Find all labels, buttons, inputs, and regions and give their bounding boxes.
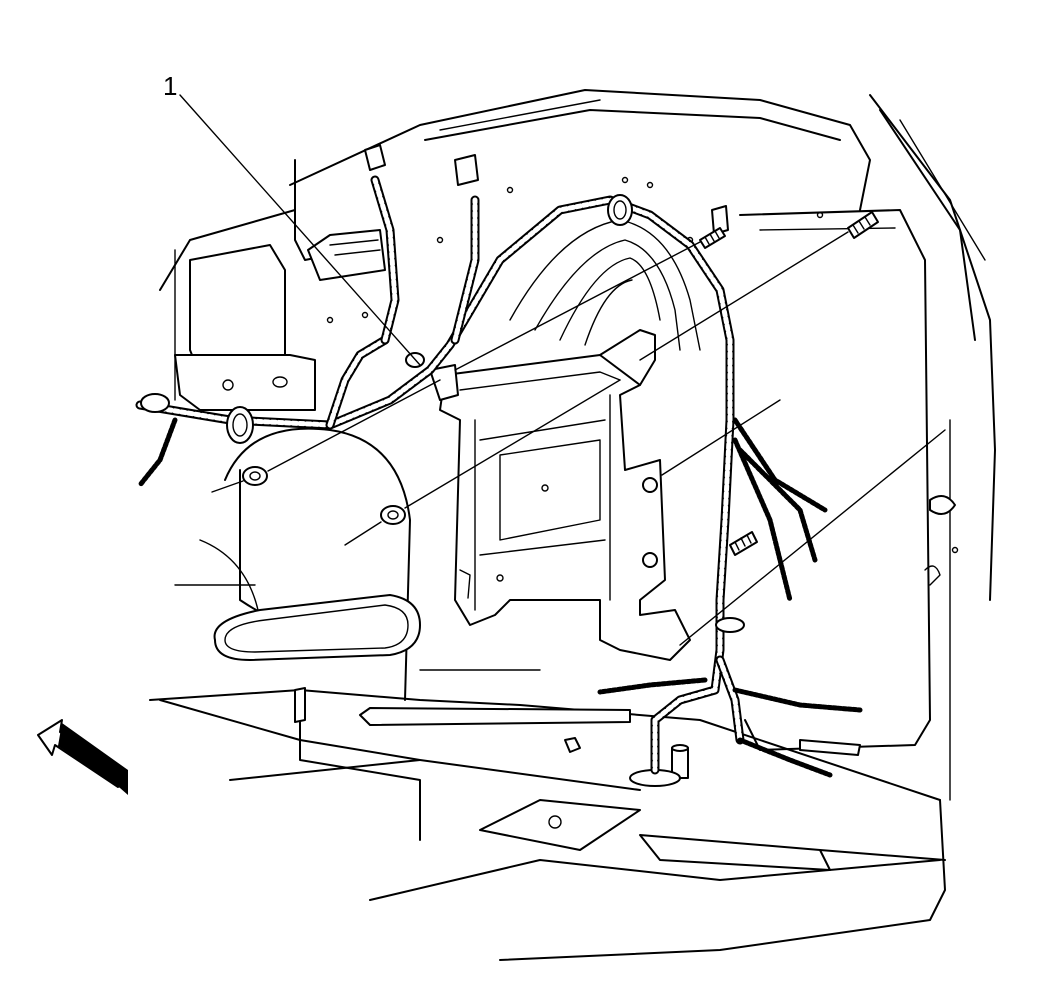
fasteners: [211, 211, 946, 646]
callout-1: 1: [163, 71, 421, 366]
module-bracket: [429, 329, 691, 661]
stud-upper-right: [847, 211, 879, 239]
stud-upper-left: [699, 227, 726, 249]
stud-right-mid: [729, 531, 758, 556]
front-direction-arrow-icon: [37, 719, 128, 795]
wiring-harness: [135, 144, 863, 778]
nut-center: [380, 505, 406, 525]
callout-label-1: 1: [163, 71, 177, 101]
nut-left: [242, 466, 268, 486]
